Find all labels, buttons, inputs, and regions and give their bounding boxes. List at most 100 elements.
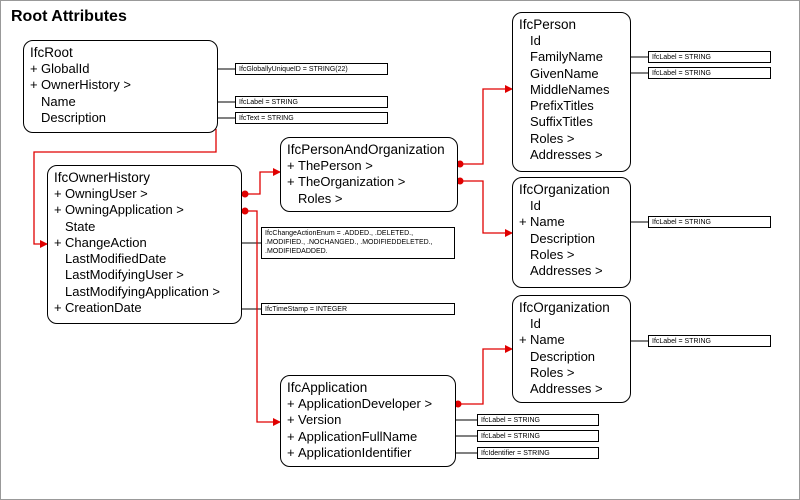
type-label-org2-name: IfcLabel = STRING xyxy=(648,335,771,347)
attribute-name: CreationDate xyxy=(65,300,142,316)
attribute-row: +OwningUser > xyxy=(54,186,235,202)
attribute-row: +ThePerson > xyxy=(287,158,451,174)
type-label-root-name: IfcLabel = STRING xyxy=(235,96,388,108)
attribute-marker xyxy=(54,267,65,283)
type-label-org1-name: IfcLabel = STRING xyxy=(648,216,771,228)
attribute-row: PrefixTitles xyxy=(519,98,624,114)
attribute-name: LastModifyingApplication > xyxy=(65,283,221,299)
attribute-row: GivenName xyxy=(519,66,624,82)
diagram-title: Root Attributes xyxy=(11,8,127,25)
type-label-global-id: IfcGloballyUniqueID = STRING(22) xyxy=(235,63,388,75)
attribute-row: SuffixTitles xyxy=(519,114,624,130)
attribute-marker xyxy=(519,381,530,397)
connector-theorganization xyxy=(460,180,513,237)
attribute-name: Name xyxy=(530,214,565,230)
attribute-row: +OwningApplication > xyxy=(54,202,235,218)
attribute-row: +Version xyxy=(287,412,449,428)
attribute-marker xyxy=(519,349,530,365)
attribute-row: +OwnerHistory > xyxy=(30,77,211,93)
connector-dot-owningapplication xyxy=(241,207,249,215)
type-label-identifier: IfcIdentifier = STRING xyxy=(477,447,599,459)
attribute-name: LastModifiedDate xyxy=(65,251,167,267)
attribute-name: Name xyxy=(41,93,76,109)
attribute-name: MiddleNames xyxy=(530,81,610,97)
attribute-row: +ApplicationDeveloper > xyxy=(287,396,449,412)
attribute-row: FamilyName xyxy=(519,49,624,65)
attribute-marker xyxy=(30,110,41,126)
attribute-name: Addresses > xyxy=(530,263,603,279)
connector-theperson xyxy=(460,85,513,165)
entity-title: IfcOrganization xyxy=(519,182,610,197)
attribute-name: Version xyxy=(298,412,342,428)
attribute-marker xyxy=(519,131,530,147)
attribute-row: State xyxy=(54,219,235,235)
attribute-marker xyxy=(54,219,65,235)
entity-title: IfcOwnerHistory xyxy=(54,170,151,185)
attribute-name: Roles > xyxy=(530,364,575,380)
attribute-row: +TheOrganization > xyxy=(287,174,451,190)
attribute-marker xyxy=(519,231,530,247)
attribute-row: +Name xyxy=(519,214,624,230)
attribute-name: ApplicationFullName xyxy=(298,428,418,444)
attribute-name: Description xyxy=(530,230,596,246)
attribute-row: +ChangeAction xyxy=(54,235,235,251)
attribute-name: LastModifyingUser > xyxy=(65,267,184,283)
attribute-row: +ApplicationFullName xyxy=(287,429,449,445)
attribute-name: ChangeAction xyxy=(65,234,147,250)
connector-dot-owninguser xyxy=(241,190,249,198)
type-label-version: IfcLabel = STRING xyxy=(477,414,599,426)
attribute-marker: + xyxy=(287,396,295,411)
attribute-marker: + xyxy=(287,412,295,428)
attribute-marker: + xyxy=(54,202,62,218)
attribute-row: Id xyxy=(519,198,624,214)
attribute-marker xyxy=(519,33,530,49)
attribute-row: LastModifiedDate xyxy=(54,251,235,267)
attribute-list: +OwningUser >+OwningApplication >State+C… xyxy=(54,186,235,316)
attribute-marker: + xyxy=(30,61,38,76)
attribute-name: OwningApplication > xyxy=(65,202,184,218)
attribute-name: OwningUser > xyxy=(65,186,148,201)
attribute-list: +ThePerson >+TheOrganization >Roles > xyxy=(287,158,451,207)
attribute-name: Id xyxy=(530,316,541,331)
entity-ifcpersonandorganization: IfcPersonAndOrganization +ThePerson >+Th… xyxy=(280,137,458,212)
type-label-change-action: IfcChangeActionEnum = .ADDED., .DELETED.… xyxy=(261,227,455,259)
attribute-row: MiddleNames xyxy=(519,82,624,98)
connector-owninguser xyxy=(245,168,281,195)
attribute-marker xyxy=(519,263,530,279)
entity-title: IfcPersonAndOrganization xyxy=(287,142,445,157)
attribute-row: Name xyxy=(30,94,211,110)
attribute-row: Id xyxy=(519,33,624,49)
attribute-row: +ApplicationIdentifier xyxy=(287,445,449,461)
attribute-name: FamilyName xyxy=(530,49,603,65)
attribute-marker: + xyxy=(287,428,295,444)
attribute-marker xyxy=(287,191,298,207)
attribute-row: Roles > xyxy=(519,247,624,263)
attribute-marker: + xyxy=(519,332,527,348)
attribute-name: Description xyxy=(41,109,107,125)
attribute-marker xyxy=(519,365,530,381)
attribute-name: Addresses > xyxy=(530,147,603,163)
attribute-marker xyxy=(519,98,530,114)
attribute-marker: + xyxy=(30,77,38,93)
attribute-marker xyxy=(519,66,530,82)
attribute-name: State xyxy=(65,218,96,234)
attribute-row: Addresses > xyxy=(519,263,624,279)
type-label-root-description: IfcText = STRING xyxy=(235,112,388,124)
attribute-marker: + xyxy=(287,444,295,460)
attribute-marker: + xyxy=(287,158,295,173)
attribute-name: Description xyxy=(530,348,596,364)
attribute-marker xyxy=(519,49,530,65)
entity-title: IfcPerson xyxy=(519,17,577,32)
attribute-marker xyxy=(54,284,65,300)
attribute-name: ApplicationIdentifier xyxy=(298,444,412,460)
attribute-marker: + xyxy=(287,174,295,190)
attribute-name: Id xyxy=(530,33,541,48)
type-label-full-name: IfcLabel = STRING xyxy=(477,430,599,442)
